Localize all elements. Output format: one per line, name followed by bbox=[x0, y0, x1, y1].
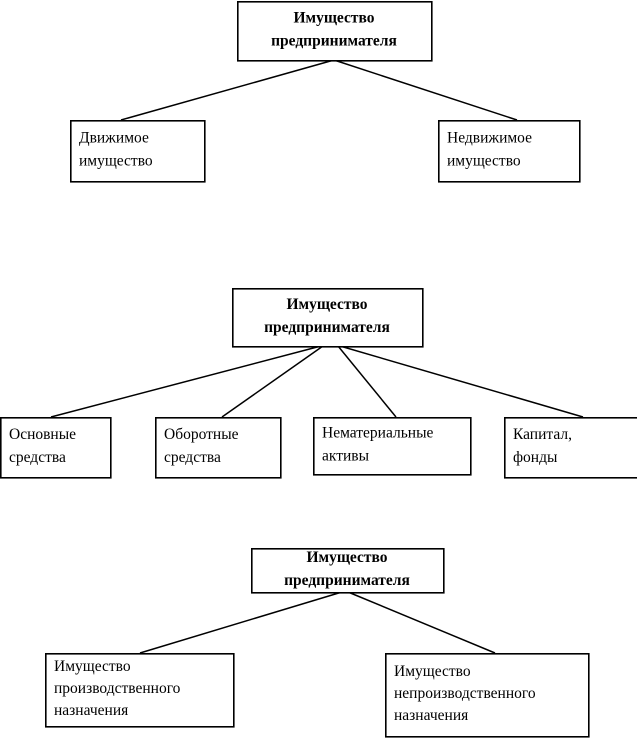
diagram-3-root-node-border bbox=[251, 547, 445, 594]
diagram-2-child-node-2-line-1: активы bbox=[322, 448, 370, 465]
diagram-3-child-node-1-line-2: назначения bbox=[394, 707, 468, 724]
diagram-2-child-node-0: Основные средства bbox=[0, 416, 112, 479]
diagram-3-root-node-line-0: Имущество bbox=[306, 549, 387, 566]
diagram-1-child-node-0: Движимое имущество bbox=[70, 120, 206, 183]
diagram-2-child-node-1: Оборотные средства bbox=[155, 416, 282, 479]
diagram-1-child-node-0-line-1: имущество bbox=[79, 153, 153, 170]
diagram-3-child-node-0-line-2: назначения bbox=[54, 702, 128, 719]
diagram-2-root-node-line-1: предпринимателя bbox=[264, 319, 390, 336]
diagram-1-child-node-1-border bbox=[437, 120, 581, 183]
diagram-2-connector-2 bbox=[337, 345, 397, 418]
diagram-2-child-node-3-border bbox=[503, 416, 637, 479]
diagram-2-child-node-2-line-0: Нематериальные bbox=[322, 425, 433, 442]
diagram-1-child-node-1: Недвижимое имущество bbox=[437, 120, 581, 183]
diagram-2-child-node-0-border bbox=[0, 416, 112, 479]
diagram-2-root-node-border bbox=[232, 287, 424, 348]
diagram-2-connector-1 bbox=[221, 345, 324, 418]
diagram-3-child-node-1-line-1: непроизводственного bbox=[394, 685, 536, 702]
diagram-2-root-node-line-0: Имущество bbox=[286, 296, 367, 313]
diagram-1-root-node: Имущество предпринимателя bbox=[237, 0, 433, 62]
diagram-2-child-node-3-line-1: фонды bbox=[513, 449, 558, 466]
diagram-3-child-node-0-border bbox=[44, 652, 235, 728]
diagram-1-child-node-1-line-1: имущество bbox=[447, 153, 521, 170]
diagram-3-connector-1 bbox=[347, 591, 496, 654]
diagram-2-child-node-0-line-1: средства bbox=[9, 449, 66, 466]
diagram-2-child-node-0-line-0: Основные bbox=[9, 426, 76, 443]
diagram-3-child-node-0-line-1: производственного bbox=[54, 680, 181, 697]
diagram-3-child-node-1: Имущество непроизводственного назначения bbox=[384, 652, 590, 738]
diagram-2-root-node: Имущество предпринимателя bbox=[232, 287, 424, 348]
diagram-2-child-node-3: Капитал, фонды bbox=[503, 416, 637, 479]
diagram-1-root-node-border bbox=[237, 0, 433, 62]
diagram-1-root-node-line-1: предпринимателя bbox=[271, 33, 397, 50]
diagram-3-root-node: Имущество предпринимателя bbox=[251, 547, 445, 594]
diagram-1-connector-1 bbox=[333, 59, 518, 121]
diagram-1-connector-0 bbox=[120, 59, 335, 121]
diagram-1-child-node-0-border bbox=[70, 120, 206, 183]
diagram-3-child-node-1-line-0: Имущество bbox=[394, 663, 471, 680]
diagram-3-root-node-line-1: предпринимателя bbox=[284, 572, 410, 589]
diagram-3-child-node-0: Имущество производственного назначения bbox=[44, 652, 235, 728]
diagram-1-root-node-line-0: Имущество bbox=[293, 10, 374, 27]
diagram-2-child-node-1-line-0: Оборотные bbox=[164, 426, 239, 443]
diagram-2-connector-3 bbox=[339, 345, 584, 418]
diagram-2-child-node-1-border bbox=[155, 416, 282, 479]
diagram-3-connector-0 bbox=[139, 591, 343, 654]
diagram-1-child-node-1-line-0: Недвижимое bbox=[447, 130, 532, 147]
diagram-2-connector-0 bbox=[50, 345, 322, 418]
diagram-2-child-node-2-border bbox=[312, 416, 472, 476]
diagram-3-child-node-0-line-0: Имущество bbox=[54, 658, 131, 675]
diagram-2-child-node-1-line-1: средства bbox=[164, 449, 221, 466]
diagram-2-child-node-3-line-0: Капитал, bbox=[513, 426, 572, 443]
diagram-2-child-node-2: Нематериальные активы bbox=[312, 416, 472, 476]
diagram-1-child-node-0-line-0: Движимое bbox=[79, 130, 149, 147]
diagram-3-child-node-1-border bbox=[384, 652, 590, 738]
